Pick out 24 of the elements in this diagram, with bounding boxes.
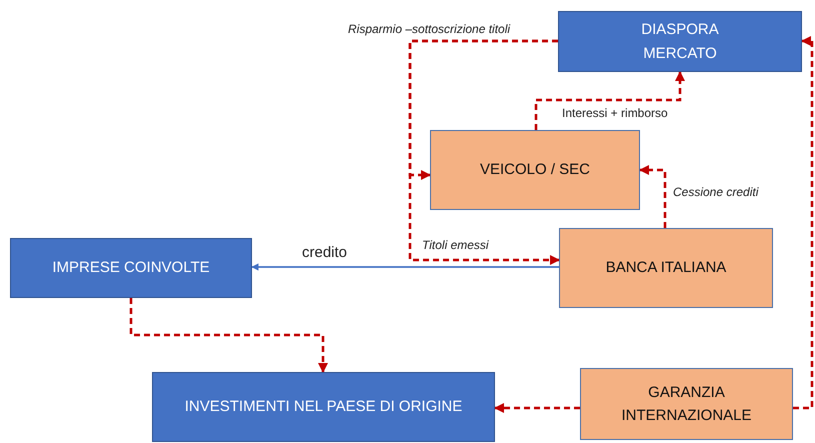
connector-arrow (251, 263, 559, 271)
process-box (430, 130, 640, 210)
edge-label: Risparmio –sottoscrizione titoli (348, 22, 510, 36)
edge-label: Cessione crediti (673, 185, 758, 199)
connector-arrow (494, 403, 580, 413)
box-label: DIASPORA MERCATO (640, 20, 720, 64)
connector-arrow (130, 298, 328, 373)
connector-arrow (793, 36, 814, 410)
process-box (10, 238, 252, 298)
process-box (152, 372, 495, 442)
box-label: GARANZIA INTERNAZIONALE (620, 382, 753, 426)
connector-arrow (639, 165, 666, 228)
edge-label: Titoli emessi (422, 238, 489, 252)
process-box (580, 368, 793, 440)
process-box (559, 228, 773, 308)
box-label: IMPRESE COINVOLTE (51, 258, 211, 278)
edge-label: credito (302, 244, 348, 261)
box-label: VEICOLO / SEC (478, 160, 592, 180)
box-label: INVESTIMENTI NEL PAESE DI ORIGINE (184, 397, 464, 418)
box-label: BANCA ITALIANA (604, 258, 728, 278)
edge-label: Interessi + rimborso (562, 106, 668, 120)
process-box (558, 11, 802, 72)
connector-arrow (534, 71, 685, 130)
connector-arrow (408, 40, 560, 265)
